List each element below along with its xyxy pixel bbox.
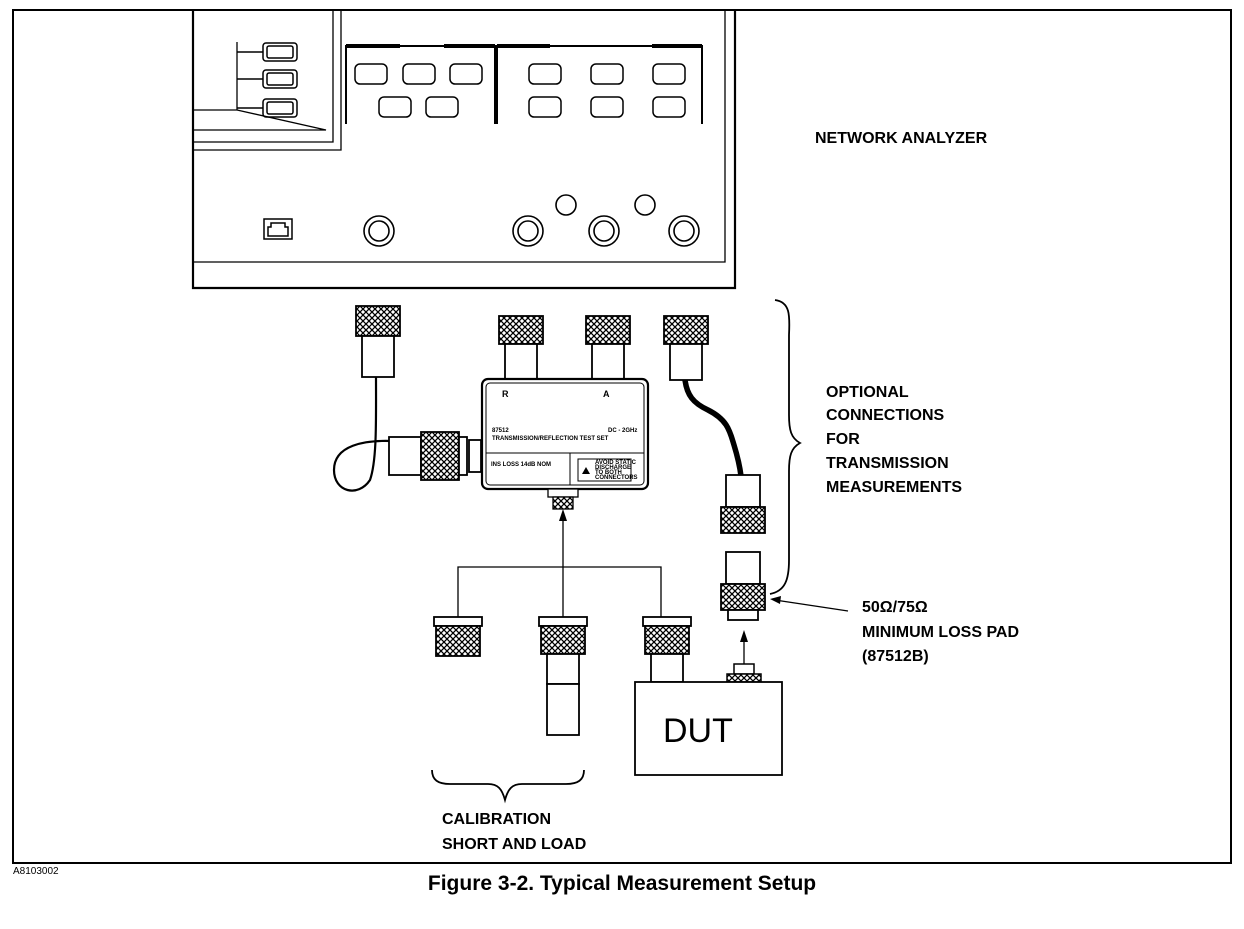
warning-icon [582, 467, 590, 474]
optional-line-3: FOR [826, 431, 860, 448]
warning-line-3: TO BOTH [595, 470, 622, 476]
pad-line-2: MINIMUM LOSS PAD [862, 624, 1019, 641]
minimum-loss-pad [720, 551, 766, 621]
figure-frame [12, 9, 1232, 864]
test-set-range: DC - 2GHz [608, 428, 637, 434]
key-panel-left [345, 44, 496, 124]
optional-connections-brace [769, 299, 802, 595]
optional-line-4: TRANSMISSION [826, 455, 949, 472]
test-set-model: 87512 [492, 428, 509, 434]
dut-connector [726, 663, 762, 683]
dut-label: DUT [663, 712, 733, 750]
test-set-rf-input-connector [388, 431, 482, 481]
test-set-name: TRANSMISSION/REFLECTION TEST SET [492, 436, 609, 442]
calibration-brace [431, 769, 585, 804]
cable-connector-port-b [663, 315, 709, 381]
key-panel-right [496, 44, 703, 124]
calibration-load [642, 616, 692, 683]
transmission-reflection-test-set: R A 87512 DC - 2GHz TRANSMISSION/REFLECT… [480, 377, 650, 510]
cable-connector-port-a [585, 315, 631, 386]
warning-line-2: DISCHARGE [595, 465, 631, 471]
softkeys [237, 42, 298, 118]
calibration-line-2: SHORT AND LOAD [442, 836, 586, 853]
test-set-port [547, 488, 579, 510]
warning-line-4: CONNECTORS [595, 475, 638, 481]
optional-connections-label: OPTIONAL CONNECTIONS FOR TRANSMISSION ME… [826, 384, 962, 496]
optional-line-5: MEASUREMENTS [826, 479, 962, 496]
figure-caption: Figure 3-2. Typical Measurement Setup [427, 872, 817, 895]
calibration-short [538, 616, 588, 736]
connection-cables [332, 376, 849, 664]
network-analyzer [191, 10, 737, 290]
front-panel-connectors [363, 194, 700, 247]
pad-line-3: (87512B) [862, 648, 929, 665]
transmission-cable-connector [720, 474, 766, 534]
optional-line-2: CONNECTIONS [826, 407, 945, 424]
calibration-label: CALIBRATION SHORT AND LOAD [442, 811, 586, 853]
cable-connector-port-r [498, 315, 544, 386]
warning-line-1: AVOID STATIC [595, 460, 637, 466]
figure-id: A8103002 [13, 866, 59, 877]
test-set-loss: INS LOSS 14dB NOM [491, 462, 551, 468]
network-analyzer-label: NETWORK ANALYZER [815, 130, 988, 147]
calibration-standard-left [433, 616, 483, 657]
loss-pad-label: 50Ω/75Ω MINIMUM LOSS PAD (87512B) [862, 599, 1019, 665]
calibration-line-1: CALIBRATION [442, 811, 551, 828]
port-a-label: A [603, 389, 610, 399]
cable-connector-rf-out [355, 305, 401, 378]
interface-port [263, 218, 293, 240]
pad-line-1: 50Ω/75Ω [862, 599, 928, 616]
port-r-label: R [502, 389, 509, 399]
optional-line-1: OPTIONAL [826, 384, 909, 401]
dut-box [634, 681, 783, 776]
